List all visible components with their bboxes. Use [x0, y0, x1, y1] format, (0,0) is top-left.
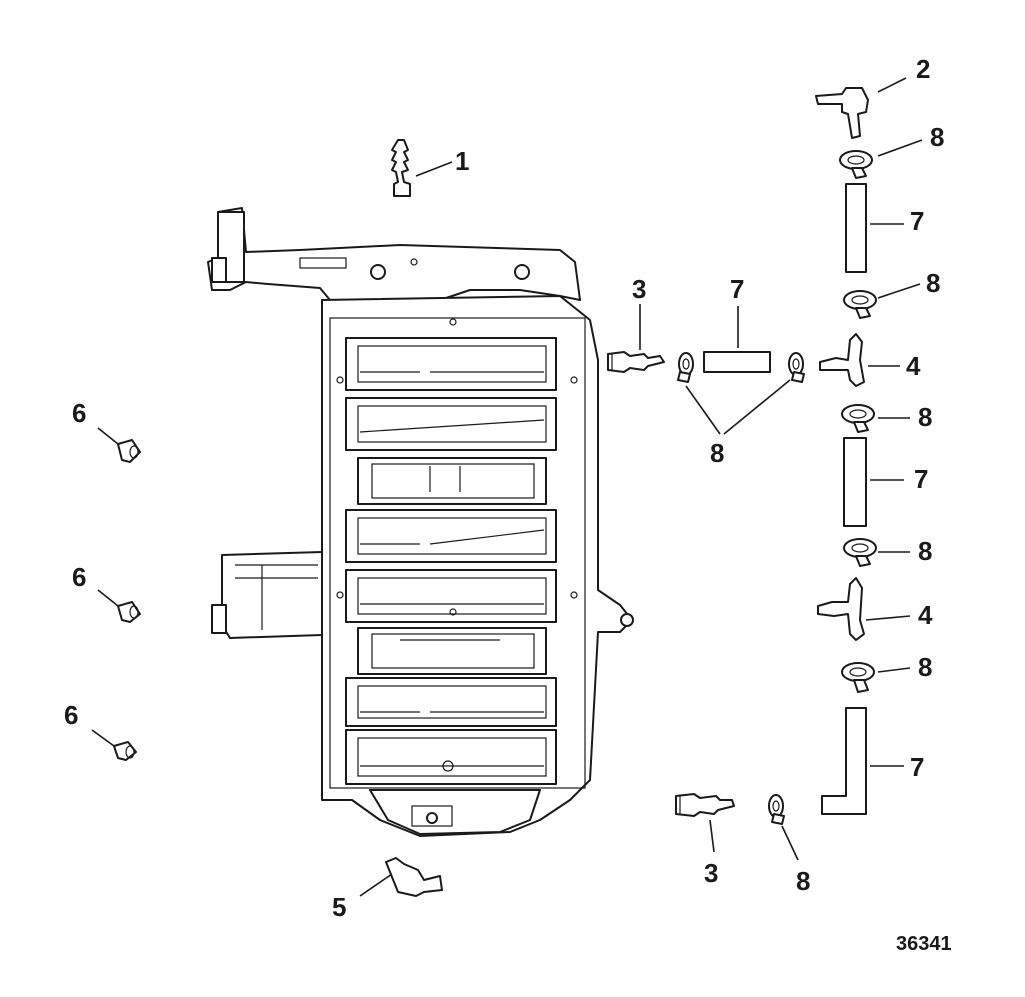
- callout-8a: 8: [930, 122, 944, 152]
- reed-window-5: [345, 569, 557, 623]
- callout-6b: 6: [72, 562, 86, 592]
- fitting-3a: [607, 351, 665, 373]
- callout-7a: 7: [910, 206, 924, 236]
- clamp-8h: [768, 794, 785, 825]
- fitting-5: [385, 857, 443, 897]
- hose-7d: [821, 707, 867, 815]
- reed-window-7: [345, 677, 557, 727]
- clamp-8a: [839, 150, 873, 179]
- fitting-3b: [675, 793, 735, 817]
- reed-window-8: [345, 729, 557, 785]
- clamp-8g: [841, 662, 875, 693]
- callout-7b: 7: [730, 274, 744, 304]
- callout-2: 2: [916, 54, 930, 84]
- callout-6c: 6: [64, 700, 78, 730]
- figure-number: 36341: [896, 933, 952, 955]
- callout-8f: 8: [918, 652, 932, 682]
- callout-4b: 4: [918, 600, 933, 630]
- reed-window-2: [345, 397, 557, 451]
- plug-6c: [113, 741, 137, 761]
- callout-7d: 7: [910, 752, 924, 782]
- reed-window-1: [345, 337, 557, 391]
- callout-8c: 8: [710, 438, 724, 468]
- reed-window-6: [357, 627, 547, 675]
- clamp-8d: [788, 352, 805, 383]
- tee-fitting-4a: [819, 333, 865, 387]
- callout-5: 5: [332, 892, 346, 922]
- fitting-1: [391, 139, 411, 197]
- callout-8d: 8: [918, 402, 932, 432]
- callout-8e: 8: [918, 536, 932, 566]
- hose-7a: [845, 183, 867, 273]
- callout-3a: 3: [632, 274, 646, 304]
- callout-6a: 6: [72, 398, 86, 428]
- reed-window-3: [357, 457, 547, 505]
- reed-window-4: [345, 509, 557, 563]
- tee-fitting-4b: [817, 577, 865, 641]
- clamp-8e: [841, 404, 875, 433]
- callout-8b: 8: [926, 268, 940, 298]
- elbow-fitting-2: [815, 87, 869, 139]
- clamp-8c: [677, 352, 694, 383]
- plug-6a: [117, 439, 141, 463]
- leader-lines: [91, 77, 923, 897]
- hose-7c: [843, 437, 867, 527]
- reed-block-housing: [207, 207, 634, 837]
- callout-3b: 3: [704, 858, 718, 888]
- callout-7c: 7: [914, 464, 928, 494]
- clamp-8f: [843, 538, 877, 567]
- callout-4a: 4: [906, 351, 921, 381]
- hose-7b: [703, 351, 771, 373]
- callout-1: 1: [455, 146, 469, 176]
- callout-8g: 8: [796, 866, 810, 896]
- plug-6b: [117, 601, 141, 623]
- callout-labels: 1 2 8 7 8 3 7 4 8 8 7 8 4 8 7 3 8 5 6 6 …: [64, 54, 944, 922]
- clamp-8b: [843, 290, 877, 319]
